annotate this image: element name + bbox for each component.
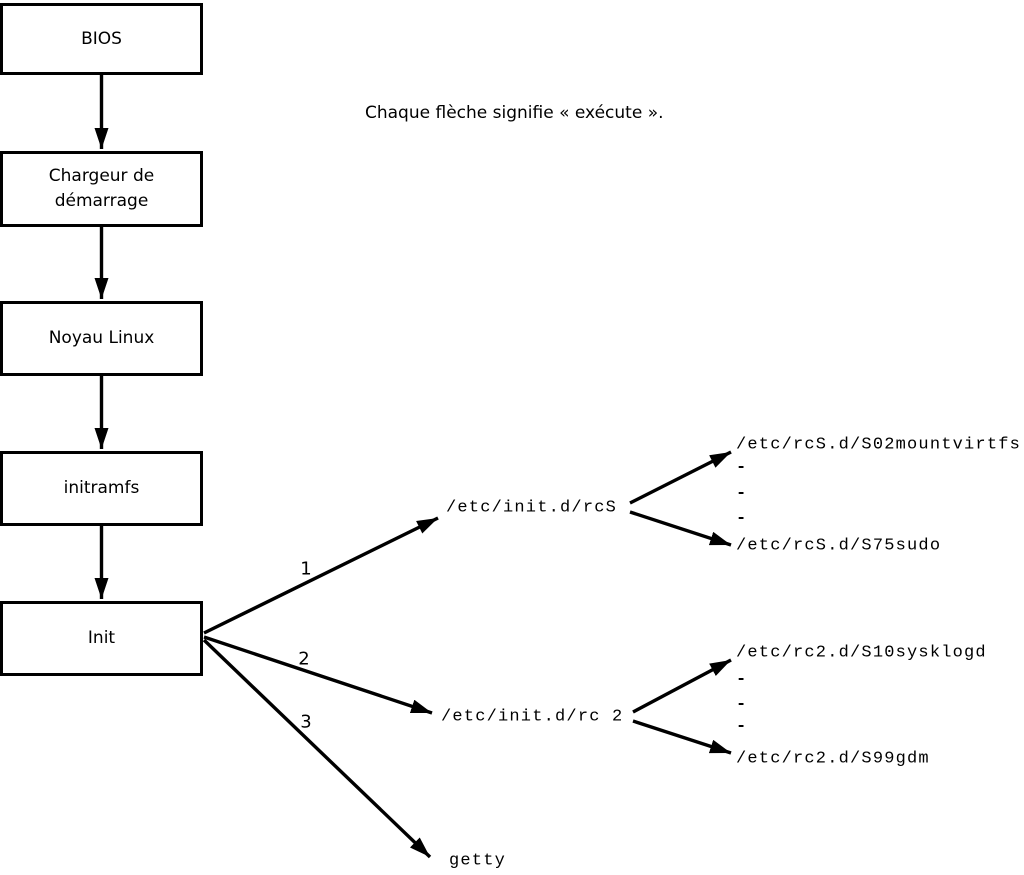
node-bios: BIOS [0, 3, 203, 75]
node-initramfs-label: initramfs [63, 478, 140, 498]
node-bios-label: BIOS [81, 28, 122, 49]
arrow-init-to-getty [202, 638, 432, 859]
branch-number-1: 1 [300, 558, 312, 580]
rc2-ellipsis-dash-2: - [736, 695, 748, 715]
rc2-ellipsis-dash-1: - [736, 670, 748, 690]
arrow-rcs-to-last-script [629, 510, 732, 547]
arrow-rcs-to-first-script [629, 450, 732, 505]
node-bootloader-label: Chargeur de démarrage [48, 166, 155, 211]
diagram-caption: Chaque flèche signifie « exécute ». [365, 103, 664, 123]
arrow-rc2-to-last-script [632, 719, 732, 755]
node-init: Init [0, 601, 203, 676]
node-kernel: Noyau Linux [0, 301, 203, 376]
rcs-first-script-label: /etc/rcS.d/S02mountvirtfs [736, 435, 1022, 455]
node-init-label: Init [87, 628, 116, 648]
node-initramfs: initramfs [0, 451, 203, 526]
node-kernel-label: Noyau Linux [48, 328, 155, 348]
target-rcs-label: /etc/init.d/rcS [446, 498, 618, 518]
arrow-rc2-to-first-script [632, 658, 732, 714]
rcs-ellipsis-dash-2: - [736, 484, 748, 504]
target-getty-label: getty [449, 851, 507, 871]
branch-number-3: 3 [300, 711, 312, 733]
rc2-first-script-label: /etc/rc2.d/S10sysklogd [736, 643, 987, 663]
node-bootloader: Chargeur de démarrage [0, 151, 203, 227]
rc2-last-script-label: /etc/rc2.d/S99gdm [736, 749, 930, 769]
target-rc2-label: /etc/init.d/rc 2 [441, 707, 624, 727]
rcs-last-script-label: /etc/rcS.d/S75sudo [736, 536, 942, 556]
arrow-init-to-rcs [203, 516, 439, 635]
branch-number-2: 2 [298, 648, 310, 670]
rc2-ellipsis-dash-3: - [736, 717, 748, 737]
rcs-ellipsis-dash-1: - [736, 458, 748, 478]
arrow-init-to-rc2 [203, 635, 433, 715]
rcs-ellipsis-dash-3: - [736, 509, 748, 529]
